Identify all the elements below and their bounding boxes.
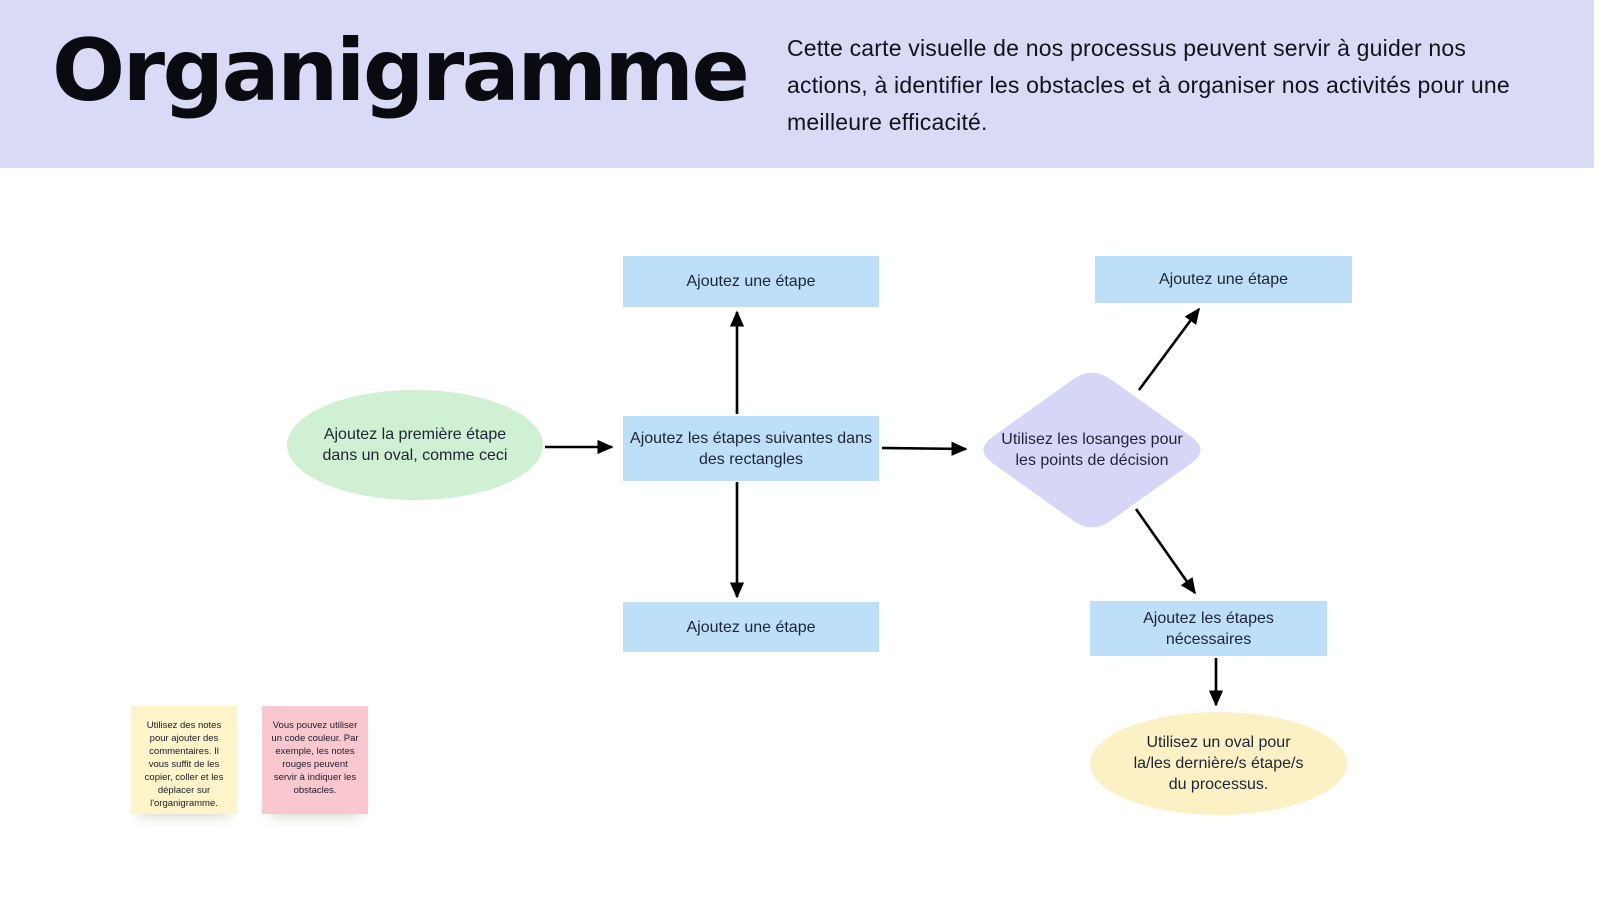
node-decision-label: Utilisez les losanges pour les points de… <box>1001 431 1183 469</box>
node-step-top-label: Ajoutez une étape <box>686 273 816 290</box>
header-banner: Organigramme Cette carte visuelle de nos… <box>0 0 1594 168</box>
arrow-center-to-diamond <box>881 441 968 456</box>
arrow-diamond-to-topright <box>1137 307 1201 391</box>
sticky-note-yellow[interactable]: Utilisez des notes pour ajouter des comm… <box>131 706 237 814</box>
node-end-oval[interactable]: Utilisez un oval pour la/les dernière/s … <box>1090 712 1347 815</box>
node-end-oval-label: Utilisez un oval pour la/les dernière/s … <box>1133 734 1304 793</box>
node-step-bottom[interactable]: Ajoutez une étape <box>623 602 879 652</box>
node-steps-necessary[interactable]: Ajoutez les étapes nécessaires <box>1090 601 1327 656</box>
sticky-note-yellow-text: Utilisez des notes pour ajouter des comm… <box>144 720 224 809</box>
node-step-top[interactable]: Ajoutez une étape <box>623 256 879 307</box>
node-step-bottom-label: Ajoutez une étape <box>686 618 816 636</box>
page-title: Organigramme <box>52 21 750 121</box>
node-steps-necessary-label: Ajoutez les étapes nécessaires <box>1143 609 1274 648</box>
sticky-note-pink-text: Vous pouvez utiliser un code couleur. Pa… <box>271 720 359 796</box>
node-start-oval[interactable]: Ajoutez la première étape dans un oval, … <box>287 390 543 500</box>
node-step-top-right-label: Ajoutez une étape <box>1159 271 1288 288</box>
arrow-diamond-to-necessary <box>1134 508 1197 595</box>
node-step-top-right[interactable]: Ajoutez une étape <box>1095 256 1352 303</box>
node-steps-rectangles-label: Ajoutez les étapes suivantes dans des re… <box>630 429 872 468</box>
sticky-note-pink[interactable]: Vous pouvez utiliser un code couleur. Pa… <box>262 706 368 814</box>
node-steps-rectangles[interactable]: Ajoutez les étapes suivantes dans des re… <box>623 416 879 481</box>
header-description: Cette carte visuelle de nos processus pe… <box>787 35 1510 135</box>
node-start-oval-label: Ajoutez la première étape dans un oval, … <box>322 426 508 464</box>
